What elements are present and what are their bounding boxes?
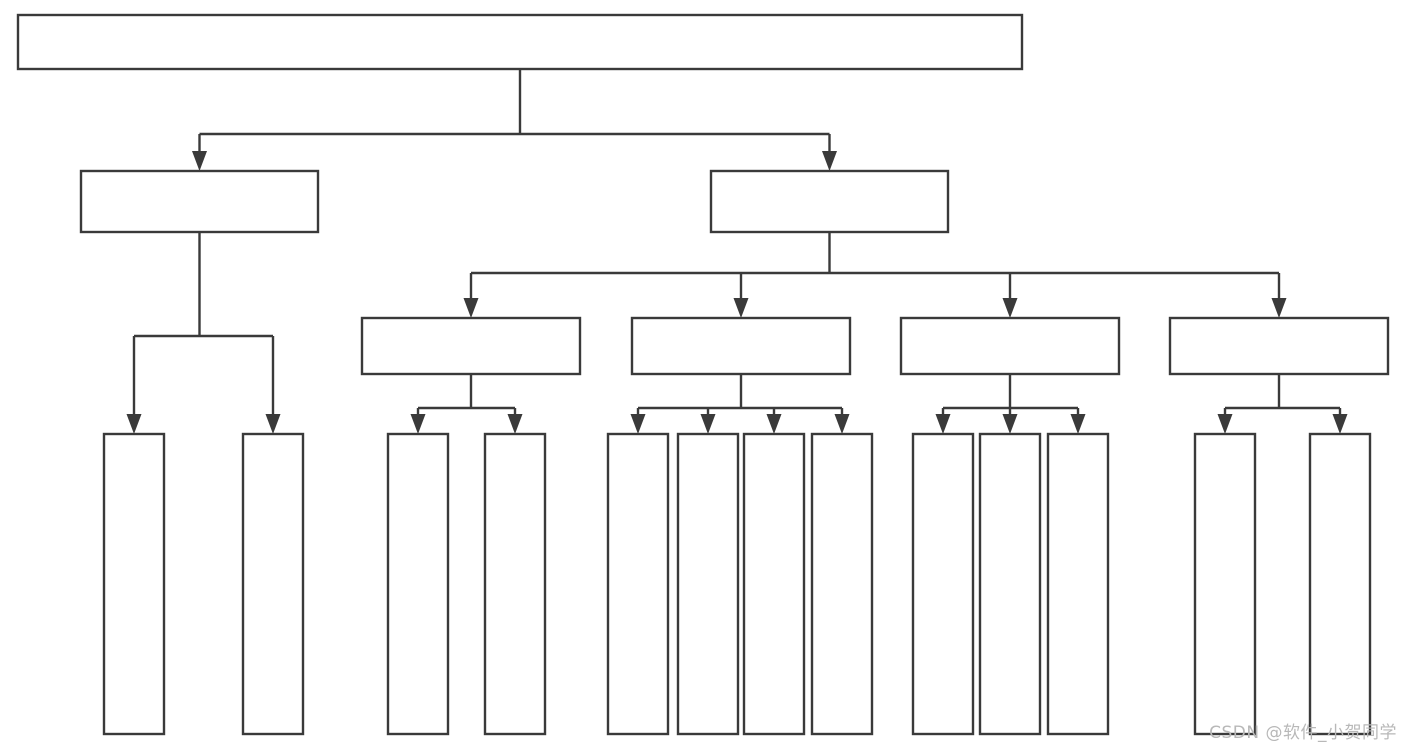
arrow-head-icon [766, 414, 782, 434]
arrow-head-icon [1332, 414, 1348, 434]
node-leaf-edit-book[interactable] [742, 432, 806, 736]
node-leaf-add-book[interactable] [676, 432, 740, 736]
node-leaf-borrow-book-2[interactable] [810, 432, 874, 736]
node-leaf-query-book-1[interactable] [386, 432, 450, 736]
arrow-head-icon [822, 151, 837, 171]
arrow-head-icon [1217, 414, 1233, 434]
node-leaf-borrow-book-1[interactable] [483, 432, 547, 736]
boxes-layer [16, 13, 1390, 736]
arrow-head-icon [463, 298, 479, 318]
arrow-head-icon [630, 414, 646, 434]
arrow-head-icon [410, 414, 426, 434]
node-borrow-record[interactable] [1168, 316, 1390, 376]
node-leaf-user-login[interactable] [102, 432, 166, 736]
arrow-head-icon [733, 298, 749, 318]
node-user-login[interactable] [79, 169, 320, 234]
arrow-head-icon [192, 151, 207, 171]
arrow-head-icon [834, 414, 850, 434]
node-leaf-query-book-3[interactable] [911, 432, 975, 736]
node-leaf-query-book-2[interactable] [606, 432, 670, 736]
arrow-head-icon [1271, 298, 1287, 318]
arrow-head-icon [935, 414, 951, 434]
arrow-head-icon [1070, 414, 1086, 434]
node-leaf-confirm-return[interactable] [1046, 432, 1110, 736]
node-book-borrow[interactable] [630, 316, 852, 376]
node-leaf-logout[interactable] [241, 432, 305, 736]
node-book-manage[interactable] [709, 169, 950, 234]
node-leaf-query-record[interactable] [1308, 432, 1372, 736]
node-root[interactable] [16, 13, 1024, 71]
arrow-head-icon [700, 414, 716, 434]
arrow-head-icon [126, 414, 142, 434]
connectors-layer [126, 69, 1348, 434]
arrow-head-icon [1002, 414, 1018, 434]
node-leaf-add-record[interactable] [1193, 432, 1257, 736]
arrow-head-icon [1002, 298, 1018, 318]
node-leaf-return-book[interactable] [978, 432, 1042, 736]
arrow-head-icon [265, 414, 281, 434]
node-current-borrow[interactable] [899, 316, 1121, 376]
arrow-head-icon [507, 414, 523, 434]
node-new-book-rec[interactable] [360, 316, 582, 376]
